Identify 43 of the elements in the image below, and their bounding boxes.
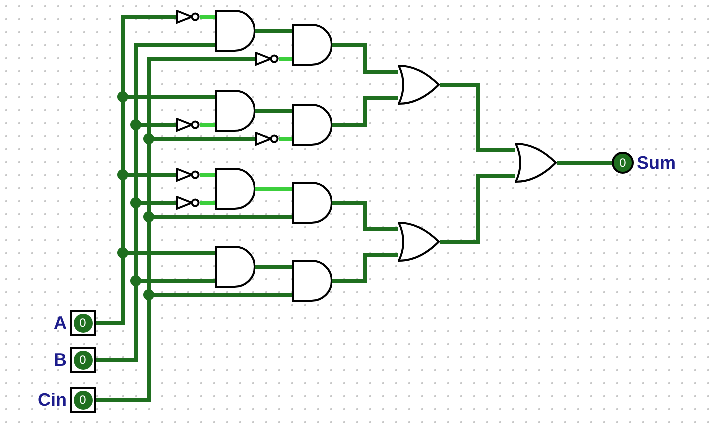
wire (440, 174, 515, 244)
pin-label: Cin (38, 391, 67, 409)
wire (200, 201, 215, 205)
output-lamp (612, 152, 634, 174)
and-gate (215, 10, 255, 52)
wire (279, 137, 292, 141)
state-value: 0 (74, 314, 92, 332)
and-gate (292, 24, 332, 66)
and-gate (292, 182, 332, 224)
not-gate (176, 196, 200, 210)
pin-label: A (54, 314, 67, 332)
pin-label: Sum (637, 154, 676, 172)
or-gate (398, 222, 440, 262)
wire (557, 161, 612, 165)
wire (332, 96, 398, 127)
wire (279, 57, 292, 61)
not-gate (176, 168, 200, 182)
state-value: 0 (74, 350, 92, 370)
and-gate (215, 168, 255, 210)
wire (255, 187, 292, 191)
wire (332, 201, 398, 231)
not-gate (176, 118, 200, 132)
and-gate (215, 90, 255, 132)
wire (255, 29, 292, 33)
wire (200, 173, 215, 177)
not-gate (176, 10, 200, 24)
or-gate (398, 65, 440, 105)
wire (255, 265, 292, 269)
and-gate (292, 260, 332, 302)
state-value: 0 (620, 157, 626, 169)
state-value: 0 (74, 390, 92, 410)
wire (332, 253, 398, 283)
pin-label: B (54, 351, 67, 369)
and-gate (215, 246, 255, 288)
and-gate (292, 104, 332, 146)
wire (200, 15, 215, 19)
wire (200, 123, 215, 127)
wire (255, 109, 292, 113)
not-gate (255, 52, 279, 66)
or-gate (515, 143, 557, 183)
wire (332, 43, 398, 74)
not-gate (255, 132, 279, 146)
wire (440, 83, 515, 152)
